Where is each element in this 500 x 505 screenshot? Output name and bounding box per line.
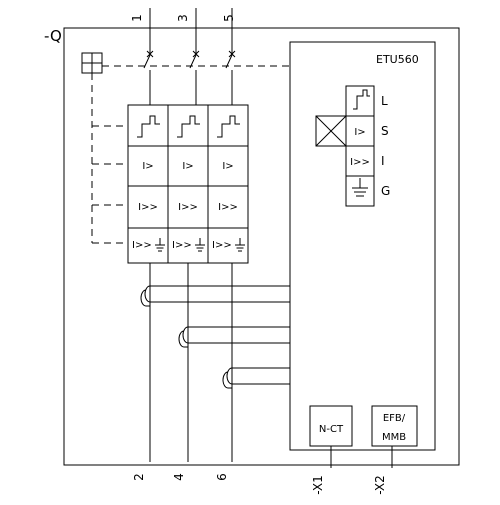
pole2-inst-label: I> [182, 161, 193, 172]
thermal-trip-symbols [137, 115, 240, 138]
mechanism-symbol [81, 52, 103, 74]
pole1-short-label: I>> [138, 202, 158, 213]
efb-mmb-module [371, 405, 418, 447]
pole1-ground-label: I>> [132, 240, 152, 251]
breaker-enclosure [63, 27, 460, 466]
etu-label: ETU560 [376, 53, 419, 66]
terminal-2: 2 [132, 473, 146, 481]
terminal-5: 5 [222, 14, 236, 22]
pole2-short-label: I>> [178, 202, 198, 213]
current-transformers [140, 285, 290, 389]
terminal-x2: -X2 [373, 475, 387, 495]
etu-box [289, 41, 436, 451]
pole3-inst-label: I> [222, 161, 233, 172]
pole-conductors [149, 263, 233, 462]
terminal-x1: -X1 [311, 475, 325, 495]
ground-fault-icon [155, 238, 245, 252]
etu-function-stack [315, 85, 375, 207]
etu-short-symbol: I> [354, 127, 365, 138]
etu-inst-symbol: I>> [350, 157, 370, 168]
pole3-ground-label: I>> [212, 240, 232, 251]
terminal-6: 6 [215, 473, 229, 481]
mmb-label: MMB [382, 432, 406, 443]
efb-label: EFB/ [383, 413, 406, 424]
etu-function-L: L [381, 94, 388, 108]
mechanical-linkage [91, 65, 290, 244]
pole2-ground-label: I>> [172, 240, 192, 251]
pole1-inst-label: I> [142, 161, 153, 172]
terminal-1: 1 [130, 14, 144, 22]
etu-function-G: G [381, 184, 390, 198]
terminal-3: 3 [176, 14, 190, 22]
terminal-4: 4 [172, 473, 186, 481]
nct-label: N-CT [319, 424, 344, 435]
etu-function-S: S [381, 124, 389, 138]
main-contacts [143, 8, 236, 105]
device-label: -Q [44, 27, 62, 45]
pole3-short-label: I>> [218, 202, 238, 213]
etu-function-I: I [381, 154, 385, 168]
